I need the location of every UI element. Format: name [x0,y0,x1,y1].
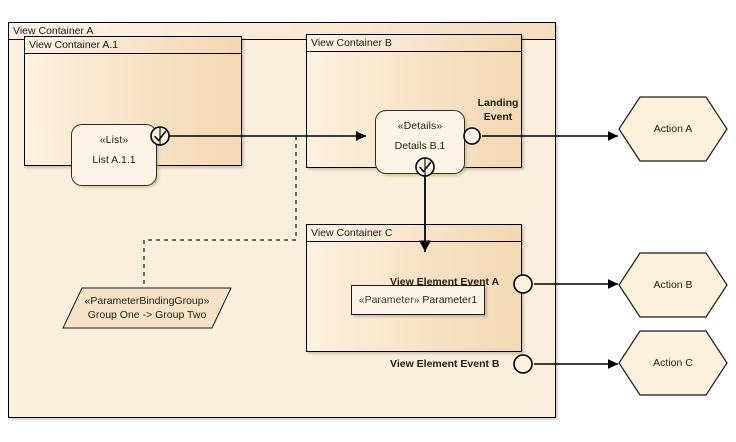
action-a-label: Action A [653,123,693,135]
parameter-binding-group-name: Group One -> Group Two [87,309,207,321]
view-container-c-title: View Container C [307,225,521,242]
view-container-a1[interactable]: View Container A.1 «List» List A.1.1 [24,36,242,186]
view-container-a1-body: «List» List A.1.1 [25,54,241,186]
parameter-binding-group-note[interactable]: «ParameterBindingGroup» Group One -> Gro… [62,287,232,329]
connector-parameter-binding-dashed[interactable] [143,136,297,287]
action-b-node[interactable]: Action B [618,252,728,318]
action-a-hexagon [618,96,728,162]
action-b-hexagon [618,252,728,318]
view-container-c[interactable]: View Container C «Parameter» Parameter1 [306,224,522,352]
view-element-event-a-port[interactable] [513,274,533,294]
action-a-node[interactable]: Action A [618,96,728,162]
landing-event-label: Landing Event [470,96,526,124]
action-b-label: Action B [653,279,693,291]
view-element-event-b-label: View Element Event B [390,358,500,370]
view-element-event-b-port[interactable] [513,354,533,374]
note-shape [62,287,232,329]
view-container-b[interactable]: View Container B «Details» Details B.1 [306,34,522,174]
landing-event-label-line1: Landing [477,97,519,109]
list-element-name: List A.1.1 [92,154,136,166]
parameter-element[interactable]: «Parameter» Parameter1 [351,285,485,315]
parameter-element-name: Parameter1 [422,294,478,306]
parameter-binding-group-stereotype: «ParameterBindingGroup» [84,295,210,307]
landing-event-label-line2: Event [483,111,513,123]
action-c-hexagon [618,330,728,396]
view-container-b-title: View Container B [307,35,521,52]
view-element-event-a-label: View Element Event A [390,276,500,288]
details-check-port[interactable] [415,157,435,177]
view-container-c-body: «Parameter» Parameter1 [307,242,521,351]
parameter-binding-group-note-text: «ParameterBindingGroup» Group One -> Gro… [62,287,232,329]
view-container-a1-title: View Container A.1 [25,37,241,54]
check-icon [419,161,432,173]
action-c-node[interactable]: Action C [618,330,728,396]
action-c-label: Action C [653,357,693,369]
details-element-stereotype: «Details» [397,120,443,132]
details-element-name: Details B.1 [394,140,446,152]
list-check-port[interactable] [150,126,170,146]
list-element[interactable]: «List» List A.1.1 [71,124,157,186]
parameter-element-stereotype: «Parameter» [358,294,420,306]
check-icon [154,130,167,142]
details-landing-event-port[interactable] [463,127,481,145]
list-element-stereotype: «List» [99,134,129,146]
